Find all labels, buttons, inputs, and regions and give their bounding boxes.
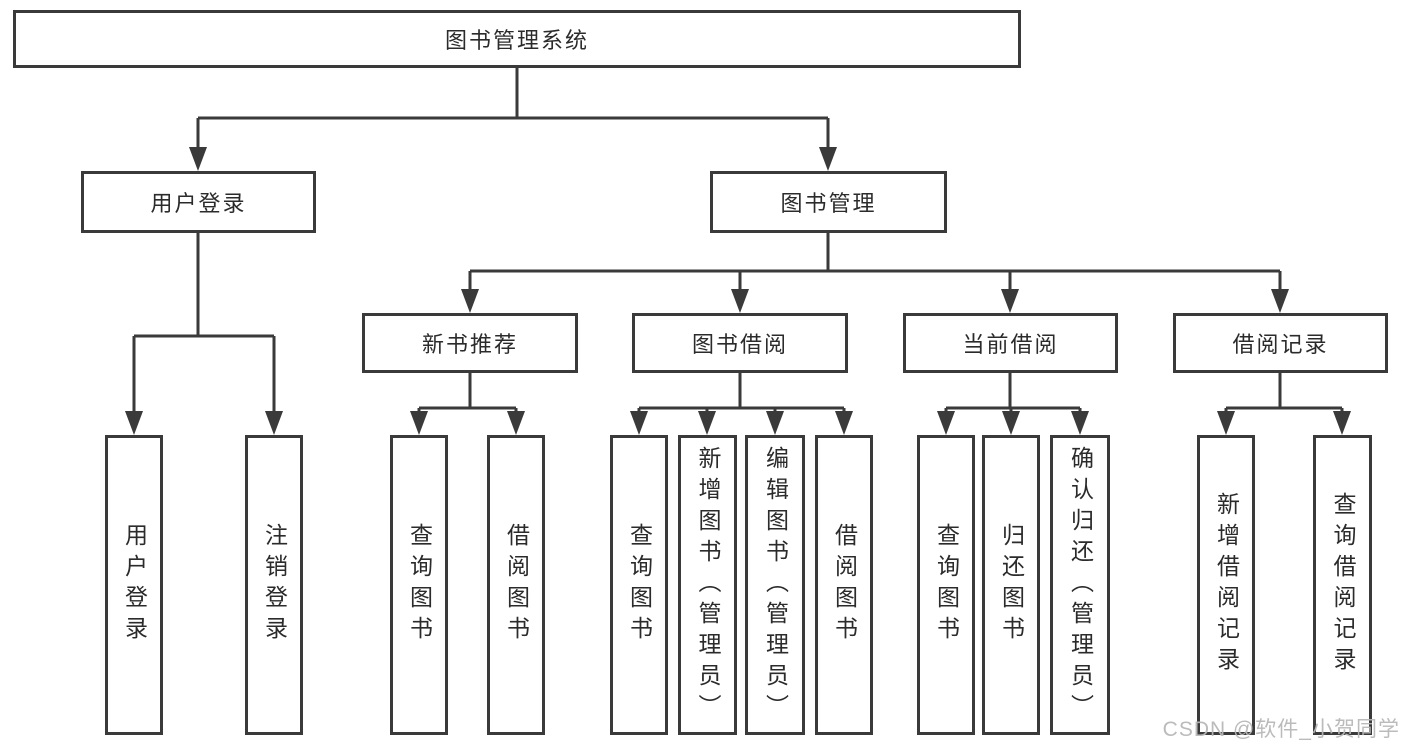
leaf-return-book: 归还图书 — [982, 435, 1040, 735]
leaf-label: 编辑图书（管理员） — [762, 445, 789, 725]
leaf-query-books-recommend: 查询图书 — [390, 435, 448, 735]
leaf-add-borrow-record: 新增借阅记录 — [1197, 435, 1255, 735]
node-user-login: 用户登录 — [81, 171, 316, 233]
node-new-book-recommend: 新书推荐 — [362, 313, 578, 373]
leaf-label: 新增图书（管理员） — [695, 445, 721, 725]
node-label: 借阅记录 — [1232, 332, 1329, 357]
leaf-label: 借阅图书 — [831, 523, 858, 647]
leaf-label: 用户登录 — [121, 523, 148, 647]
leaf-borrow-books-recommend: 借阅图书 — [487, 435, 545, 735]
leaf-label: 注销登录 — [261, 523, 288, 647]
node-library-system: 图书管理系统 — [13, 10, 1021, 68]
node-current-borrow: 当前借阅 — [903, 313, 1118, 373]
arrowheads — [125, 147, 1351, 435]
node-book-borrow: 图书借阅 — [632, 313, 848, 373]
leaf-query-books-current: 查询图书 — [917, 435, 975, 735]
leaf-label: 借阅图书 — [503, 523, 530, 647]
leaf-label: 确认归还（管理员） — [1067, 445, 1094, 725]
node-label: 图书管理系统 — [444, 28, 589, 53]
node-label: 当前借阅 — [962, 332, 1059, 357]
leaf-label: 新增借阅记录 — [1213, 492, 1240, 678]
leaf-label: 归还图书 — [998, 523, 1025, 647]
leaf-label: 查询图书 — [406, 523, 433, 647]
node-label: 用户登录 — [150, 191, 247, 216]
leaf-label: 查询借阅记录 — [1330, 492, 1356, 678]
node-label: 图书管理 — [780, 191, 877, 216]
leaf-label: 查询图书 — [626, 523, 653, 647]
node-label: 新书推荐 — [421, 332, 518, 357]
node-borrow-records: 借阅记录 — [1173, 313, 1388, 373]
leaf-edit-book-admin: 编辑图书（管理员） — [745, 435, 805, 735]
leaf-user-login: 用户登录 — [105, 435, 163, 735]
leaf-logout: 注销登录 — [245, 435, 303, 735]
leaf-query-books-borrow: 查询图书 — [610, 435, 668, 735]
leaf-query-borrow-record: 查询借阅记录 — [1313, 435, 1372, 735]
node-label: 图书借阅 — [691, 332, 788, 357]
leaf-confirm-return-admin: 确认归还（管理员） — [1050, 435, 1110, 735]
node-book-management: 图书管理 — [710, 171, 947, 233]
leaf-add-book-admin: 新增图书（管理员） — [678, 435, 737, 735]
leaf-label: 查询图书 — [933, 523, 960, 647]
leaf-borrow-books: 借阅图书 — [815, 435, 873, 735]
